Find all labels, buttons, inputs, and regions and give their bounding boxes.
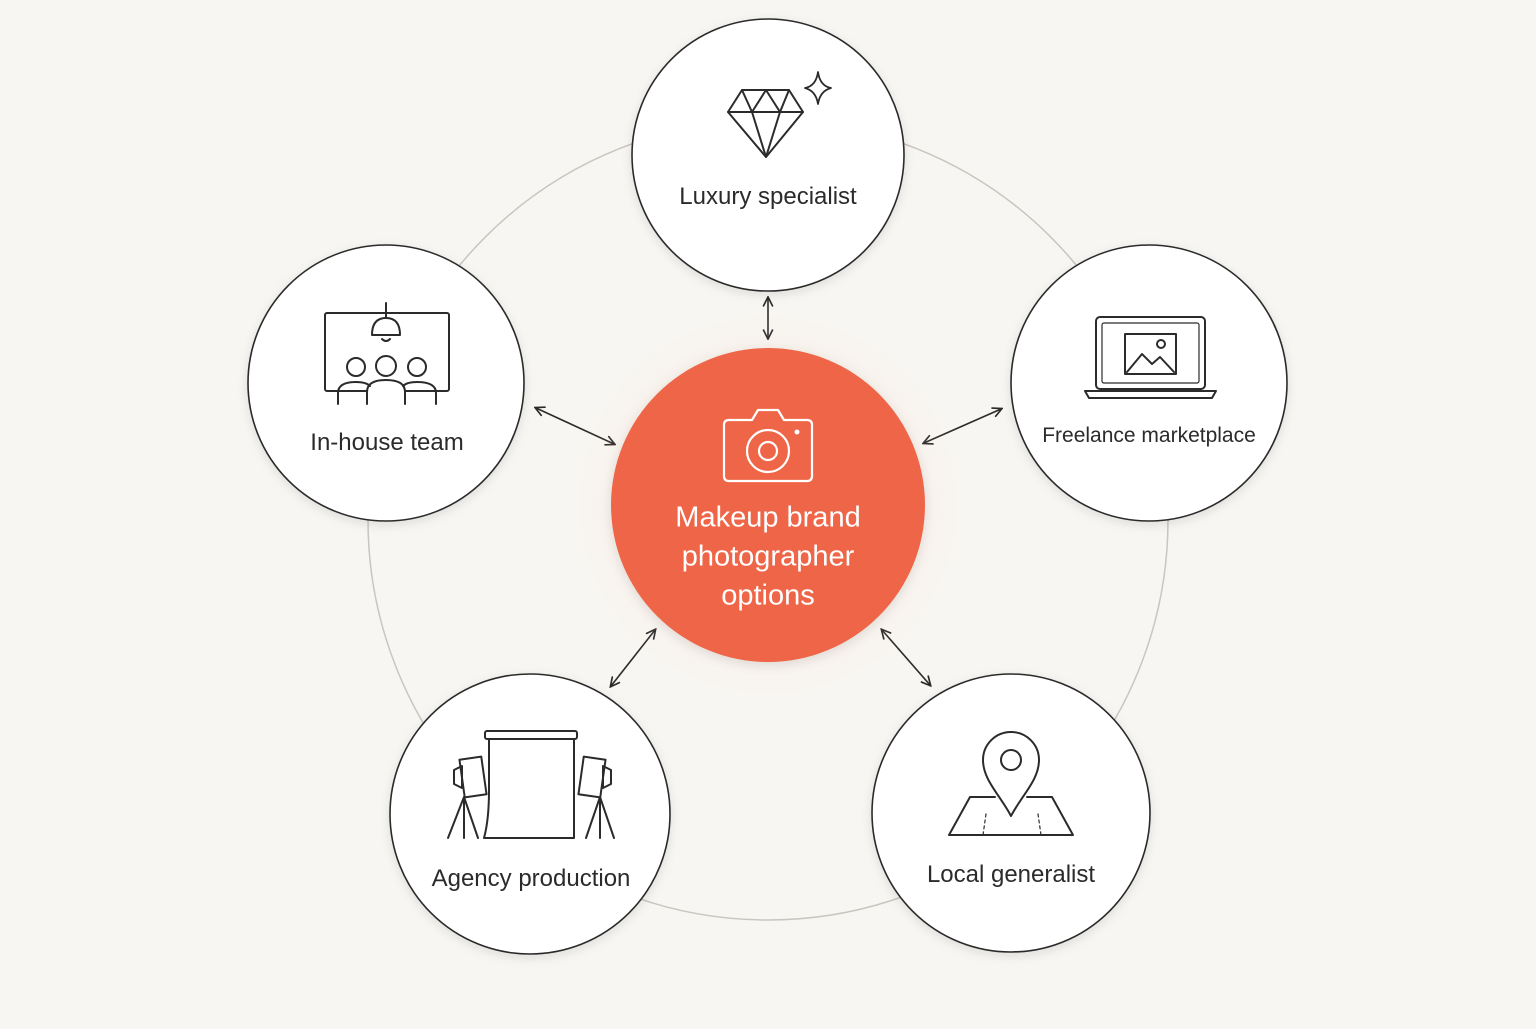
node-label-local: Local generalist [926,861,1096,888]
node-label-agency: Agency production [431,865,631,892]
studio-backdrop-icon [447,730,615,839]
diamond-icon [727,89,804,158]
map-pin-icon [948,731,1074,836]
laptop-image-icon [1084,316,1217,399]
team-presentation-icon [324,302,450,405]
node-agency-circle[interactable] [389,673,671,955]
center-circle[interactable] [611,348,925,662]
center-label-line-2: photographer [681,540,855,573]
node-label-inhouse: In-house team [310,429,464,456]
node-label-freelance: Freelance marketplace [1042,424,1256,447]
camera-icon [722,408,814,483]
center-label: Makeup brand photographer options [638,499,898,616]
center-label-line-1: Makeup brand [675,501,861,534]
node-label-luxury: Luxury specialist [679,183,857,210]
center-label-line-3: options [721,579,815,612]
sparkle-icon [804,71,832,105]
